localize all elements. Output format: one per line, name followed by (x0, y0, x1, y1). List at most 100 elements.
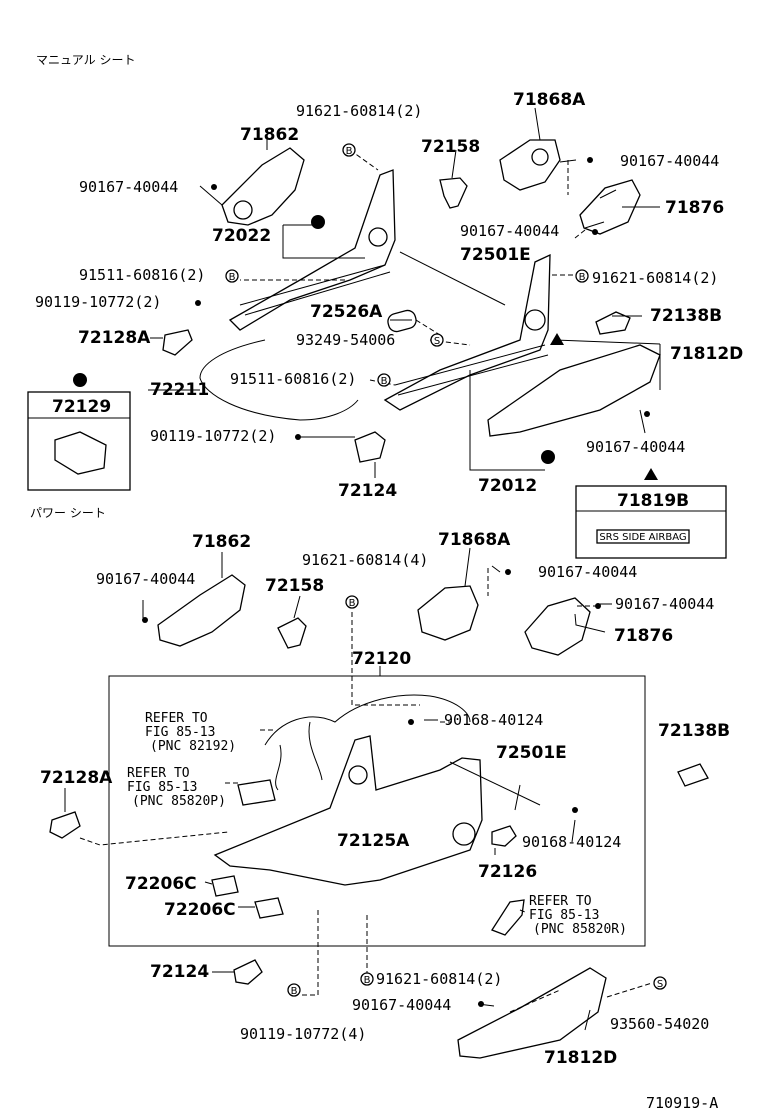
part-72022-hinge (368, 227, 388, 247)
label-90167-40044: 90167-40044 (79, 178, 178, 196)
label-71812d: 71812D (670, 344, 743, 364)
part-85820r-connector[interactable] (491, 899, 525, 936)
part-72125a-hinge (452, 822, 476, 846)
part-72501e-power-rod (449, 761, 541, 806)
refer-fig-85-13-note: FIG 85-13 (127, 780, 197, 795)
part-72206c-motor[interactable] (211, 875, 239, 897)
part-72138b-power-cover[interactable] (677, 763, 709, 787)
label-72206c: 72206C (125, 874, 197, 894)
refer-fig-85-13-note: (PNC 85820R) (533, 922, 627, 937)
part-72129-clip[interactable] (54, 431, 107, 475)
refer-fig-85-13-note: REFER TO (145, 711, 208, 726)
part-72125a-frame[interactable] (213, 735, 483, 886)
label-72012: 72012 (478, 476, 537, 496)
label-72126: 72126 (478, 862, 537, 882)
part-72526a-pad[interactable] (386, 309, 418, 334)
svg-text:B: B (579, 272, 586, 283)
label-72211: 72211 (150, 380, 209, 400)
svg-text:B: B (349, 598, 356, 609)
symbol-b-marker: B (360, 972, 374, 986)
part-71812d-shield[interactable] (487, 344, 661, 437)
power-seat-heading: パワー シート (30, 506, 106, 520)
part-72022-recliner-frame[interactable] (228, 169, 396, 331)
part-71876-power-cover[interactable] (524, 597, 591, 656)
label-90167-40044: 90167-40044 (615, 595, 714, 613)
label-72501e: 72501E (460, 245, 531, 265)
symbol-s-marker: S (653, 976, 667, 990)
label-90168-40124: 90168-40124 (444, 711, 543, 729)
label-91621-60814: 91621-60814(2) (376, 970, 502, 988)
part-71812d-power-shield[interactable] (457, 967, 607, 1059)
part-72124-power-clip[interactable] (233, 959, 263, 985)
wire-harness (264, 694, 471, 791)
part-71862-power-cover[interactable] (157, 574, 246, 647)
label-71862: 71862 (240, 125, 299, 145)
label-72129: 72129 (52, 397, 111, 417)
leader-dashes-power (79, 568, 653, 1013)
label-72501e: 72501E (496, 743, 567, 763)
part-72012-track-frame[interactable] (383, 253, 551, 411)
part-72128a-power-clip[interactable] (49, 811, 81, 839)
symbol-b-marker: B (377, 373, 391, 387)
label-72120: 72120 (352, 649, 411, 669)
part-72501e-rod (399, 251, 506, 306)
svg-text:B: B (229, 272, 236, 283)
label-71812d: 71812D (544, 1048, 617, 1068)
part-72120-assembly-box (108, 675, 646, 947)
label-71868a: 71868A (438, 530, 511, 550)
label-72125a: 72125A (337, 831, 410, 851)
label-72138b: 72138B (650, 306, 722, 326)
label-90119-10772: 90119-10772(2) (35, 293, 161, 311)
label-90167-40044: 90167-40044 (620, 152, 719, 170)
part-71868a-power-cover[interactable] (417, 585, 479, 641)
label-72206c: 72206C (164, 900, 236, 920)
triangle-marker (550, 333, 564, 345)
part-72138b-cover[interactable] (595, 311, 631, 335)
leader-lines-manual (148, 107, 661, 478)
symbol-b-marker: B (287, 983, 301, 997)
refer-fig-85-13-note: REFER TO (529, 894, 592, 909)
refer-fig-85-13-note: FIG 85-13 (529, 908, 599, 923)
label-srs-side-airbag: SRS SIDE AIRBAG (599, 532, 686, 543)
svg-text:B: B (381, 376, 388, 387)
triangle-marker (644, 468, 658, 480)
label-71862: 71862 (192, 532, 251, 552)
part-71819b-box (575, 485, 727, 559)
part-72206c-motor[interactable] (254, 897, 284, 919)
part-71876-cover[interactable] (579, 179, 641, 235)
svg-text:S: S (434, 336, 440, 347)
half-filled-marker (311, 215, 325, 229)
label-93560-54020: 93560-54020 (610, 1015, 709, 1033)
label-72526a: 72526A (310, 302, 383, 322)
part-72012-hinge (524, 309, 546, 331)
part-72128a-clip[interactable] (162, 329, 193, 356)
symbol-s-marker: S (430, 333, 444, 347)
part-72158-power-clip[interactable] (277, 617, 307, 649)
svg-text:B: B (346, 146, 353, 157)
label-71876: 71876 (665, 198, 724, 218)
label-72128a: 72128A (78, 328, 151, 348)
label-91511-60816: 91511-60816(2) (230, 370, 356, 388)
label-72022: 72022 (212, 226, 271, 246)
rail-right (394, 344, 549, 396)
part-72126-clip[interactable] (491, 825, 517, 847)
part-71862-knob (233, 200, 253, 220)
part-72211-wire[interactable] (199, 339, 359, 421)
label-90167-40044: 90167-40044 (96, 570, 195, 588)
bolt-icon (195, 157, 650, 440)
label-90119-10772: 90119-10772(2) (150, 427, 276, 445)
label-72138b: 72138B (658, 721, 730, 741)
label-72124: 72124 (150, 962, 209, 982)
label-72124: 72124 (338, 481, 397, 501)
svg-text:B: B (291, 986, 298, 997)
label-90119-10772: 90119-10772(4) (240, 1025, 366, 1043)
part-motor-front[interactable] (237, 779, 276, 806)
manual-seat-heading: マニュアル シート (36, 53, 135, 67)
part-71868a-cover[interactable] (499, 139, 561, 191)
label-91511-60816: 91511-60816(2) (79, 266, 205, 284)
label-72158: 72158 (265, 576, 324, 596)
part-72158-clip[interactable] (439, 177, 468, 209)
part-72124-clip[interactable] (354, 431, 386, 463)
label-72158: 72158 (421, 137, 480, 157)
